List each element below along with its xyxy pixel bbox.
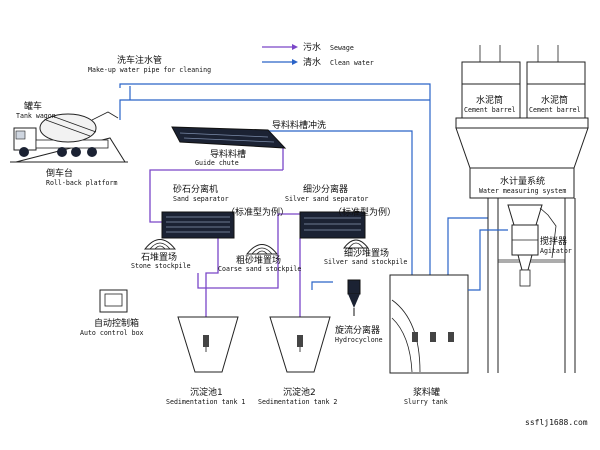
- agitator-label-en: Agitator: [540, 247, 572, 255]
- silver-sand-stockpile: 细沙堆置场 Silver sand stockpile: [324, 239, 407, 266]
- legend-clean-cn: 清水: [303, 56, 321, 68]
- guide-chute-body: [171, 126, 287, 149]
- tank1-to-silver: [197, 213, 300, 289]
- water-label-cn: 水计量系统: [500, 175, 545, 187]
- coarse-sand-stockpile: 粗砂堆置场 Coarse sand stockpile: [218, 244, 301, 273]
- agitator-label-cn: 搅拌器: [540, 235, 567, 247]
- platform-label-cn: 倒车台: [46, 167, 73, 179]
- silverpile-label-en: Silver sand stockpile: [324, 258, 407, 266]
- guide-label-en: Guide chute: [195, 159, 239, 167]
- mixing-plant: 水泥筒 Cement barrel 水泥筒 Cement barrel 水计量系…: [455, 45, 589, 373]
- sedimentation-tank-1: 沉淀池1 Sedimentation tank 1: [166, 316, 245, 406]
- hydro-label-en: Hydrocyclone: [335, 336, 383, 344]
- hydrocyclone-body: [347, 279, 361, 295]
- slurry-pump-icon: [412, 332, 418, 342]
- truck-wheel: [19, 147, 29, 157]
- guide-wash-label: 导料料槽冲洗: [272, 119, 326, 131]
- slurry-pump-icon: [448, 332, 454, 342]
- cement-barrel-1-top: [461, 61, 521, 85]
- coarse-label-en: Coarse sand stockpile: [218, 265, 301, 273]
- slurry-label-en: Slurry tank: [404, 398, 448, 406]
- cement-barrel-2: [526, 83, 586, 119]
- clean-water-return: [447, 217, 488, 275]
- tank2-pump-icon: [297, 335, 303, 347]
- slurry-tank-body: [389, 274, 469, 374]
- legend-clean-arrow-icon: [292, 59, 298, 65]
- water-measuring-box: [469, 167, 575, 199]
- slurry-pump-icon: [430, 332, 436, 342]
- silverpile-label-cn: 细沙堆置场: [344, 247, 389, 259]
- auto-control-box: 自动控制箱 Auto control box: [80, 289, 144, 337]
- chute-wash-pipe: [258, 130, 413, 275]
- makeup-water-pipe: [119, 83, 431, 275]
- platform-label-en: Roll-back platform: [46, 179, 117, 187]
- hydrocyclone: 旋流分离器 Hydrocyclone: [335, 279, 383, 344]
- legend-sewage-cn: 污水: [303, 41, 321, 53]
- hydro-feed-pipe: [311, 281, 333, 290]
- tank1-label-en: Sedimentation tank 1: [166, 398, 245, 406]
- stone-label-cn: 石堆置场: [141, 252, 177, 263]
- sedimentation-tank-2: 沉淀池2 Sedimentation tank 2: [258, 316, 337, 406]
- tank1-label-cn: 沉淀池1: [190, 386, 223, 398]
- truck-label-cn: 罐车: [24, 100, 42, 112]
- watermark: ssflj1688.com: [525, 418, 588, 427]
- cement2-label-en: Cement barrel: [529, 106, 581, 114]
- mixer-hopper: [507, 204, 543, 226]
- truck-wheel: [57, 147, 67, 157]
- slurry-tank: 浆料罐 Slurry tank: [389, 274, 469, 406]
- hopper-section: [455, 127, 589, 169]
- silver-separator-label-en: Silver sand separator: [285, 195, 368, 203]
- tower-feed-pipe: [468, 229, 508, 291]
- silver-sand-separator: 细沙分离器 Silver sand separator （标准型为例）: [285, 183, 396, 239]
- silver-separator-body: [299, 211, 366, 239]
- sand-separator-label-cn: 砂石分离机: [173, 183, 218, 195]
- silver-separator-label-cn: 细沙分离器: [303, 183, 348, 195]
- stone-label-en: Stone stockpile: [131, 262, 191, 270]
- hydro-label-cn: 旋流分离器: [335, 324, 380, 336]
- legend: 污水 Sewage 清水 Clean water: [262, 41, 374, 68]
- tank2-label-en: Sedimentation tank 2: [258, 398, 337, 406]
- legend-clean-en: Clean water: [330, 59, 374, 67]
- washpipe-label-cn: 洗车注水管: [117, 54, 162, 66]
- sand-separator-standard: （标准型为例）: [226, 206, 289, 218]
- water-label-en: Water measuring system: [479, 187, 566, 195]
- stone-stockpile: 石堆置场 Stone stockpile: [131, 239, 191, 270]
- guide-label-cn: 导料料槽: [210, 148, 246, 160]
- tank1-pump-icon: [203, 335, 209, 347]
- guide-chute: 导料料槽 Guide chute 导料料槽冲洗: [171, 119, 326, 167]
- slurry-label-cn: 浆料罐: [413, 386, 440, 398]
- legend-sewage-arrow-icon: [292, 44, 298, 50]
- truck-wheel: [71, 147, 81, 157]
- control-label-en: Auto control box: [80, 329, 144, 337]
- truck-label-en: Tank wagon: [16, 112, 56, 120]
- sandsep-to-tank1: [205, 238, 219, 335]
- clean-water-pipes: [119, 83, 488, 290]
- legend-sewage-en: Sewage: [330, 44, 354, 52]
- cement1-label-en: Cement barrel: [464, 106, 516, 114]
- control-label-cn: 自动控制箱: [94, 317, 139, 329]
- cleaning-supply-pipe: [119, 99, 430, 120]
- sand-separator: 砂石分离机 Sand separator （标准型为例）: [161, 183, 289, 239]
- silver-separator-standard: （标准型为例）: [333, 206, 396, 218]
- cement1-label-cn: 水泥筒: [476, 94, 503, 106]
- tank-wagon: 罐车 Tank wagon 倒车台 Roll-back platform: [10, 100, 128, 187]
- cement-barrel-2-top: [526, 61, 586, 85]
- truck-wheel: [87, 147, 97, 157]
- coarse-label-cn: 粗砂堆置场: [236, 254, 281, 266]
- washpipe-label-en: Make-up water pipe for cleaning: [88, 66, 211, 74]
- cement2-label-cn: 水泥筒: [541, 94, 568, 106]
- sewage-pipes: [149, 148, 301, 335]
- sand-separator-body: [161, 211, 235, 239]
- chute-to-sand-separator: [149, 169, 283, 223]
- tank2-label-cn: 沉淀池2: [283, 386, 316, 398]
- sand-separator-label-en: Sand separator: [173, 195, 229, 203]
